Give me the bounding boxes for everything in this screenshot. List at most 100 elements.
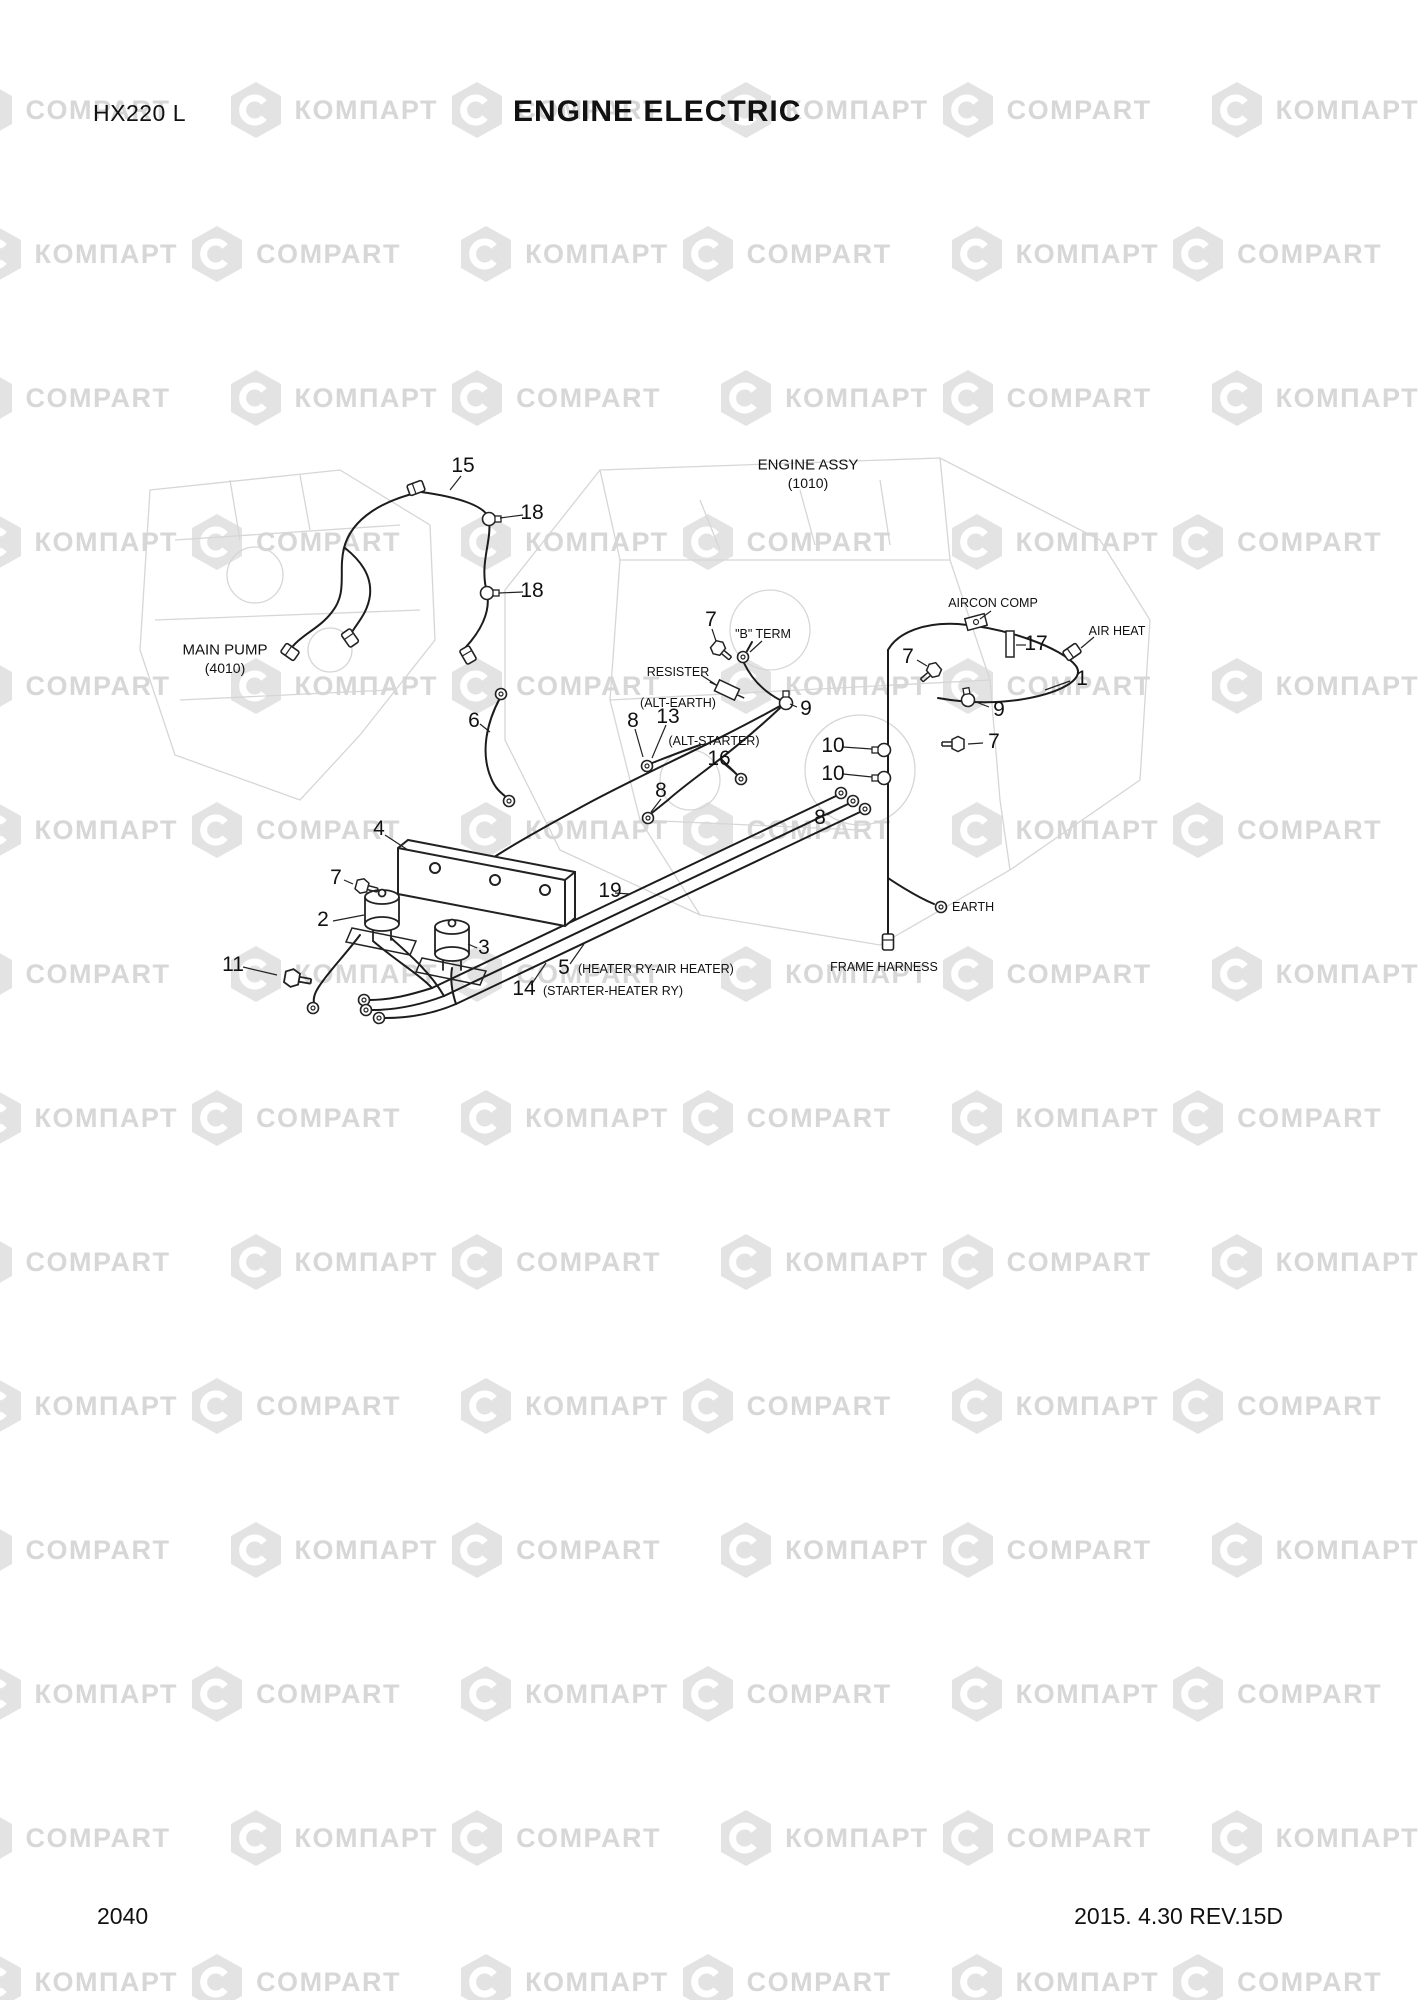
watermark-text-cyrillic: КОМПАРТ	[34, 1678, 179, 1709]
kompart-hex-logo	[0, 804, 21, 856]
watermark-text-cyrillic: КОМПАРТ	[525, 1678, 669, 1709]
kompart-hex-logo	[230, 1234, 281, 1290]
watermark-text-latin: COMPART	[25, 1534, 171, 1565]
faded-engine-sketch	[504, 457, 1151, 946]
kompart-hex-logo	[1173, 226, 1224, 282]
page-title: ENGINE ELECTRIC	[513, 95, 802, 128]
kompart-hex-logo	[682, 226, 733, 282]
kompart-hex-logo	[192, 1090, 243, 1146]
watermark-row: КОМПАРТCOMPARTКОМПАРТCOMPARTКОМПАРТCOMPA…	[0, 658, 1425, 714]
watermark-text-latin: COMPART	[516, 94, 662, 125]
kompart-hex-logo	[942, 946, 993, 1002]
watermark-text-cyrillic: КОМПАРТ	[34, 1390, 179, 1421]
kompart-hex-logo	[1211, 82, 1262, 138]
watermark-text-cyrillic: КОМПАРТ	[34, 814, 179, 845]
watermark-text-cyrillic: КОМПАРТ	[34, 526, 179, 557]
watermark-text-cyrillic: КОМПАРТ	[785, 1246, 929, 1277]
watermark-text-cyrillic: КОМПАРТ	[1275, 670, 1420, 701]
kompart-hex-logo	[192, 1666, 243, 1722]
watermark-text-latin: COMPART	[516, 1534, 662, 1565]
kompart-hex-logo	[230, 946, 281, 1002]
kompart-hex-logo	[1173, 1378, 1224, 1434]
kompart-hex-logo	[951, 514, 1002, 570]
kompart-hex-logo	[1211, 1522, 1262, 1578]
watermark-text-cyrillic: КОМПАРТ	[1275, 1534, 1420, 1565]
watermark-text-latin: COMPART	[25, 1822, 171, 1853]
watermark-text-latin: COMPART	[1006, 1822, 1152, 1853]
kompart-hex-logo	[461, 1378, 512, 1434]
watermark-text-cyrillic: КОМПАРТ	[34, 238, 179, 269]
watermark-unit: КОМПАРТ COMPART	[230, 1522, 662, 1578]
resister-symbol	[709, 678, 745, 702]
watermark-text-latin: COMPART	[1237, 1678, 1383, 1709]
kompart-hex-logo	[1211, 946, 1262, 1002]
kompart-hex-logo	[452, 1234, 503, 1290]
watermark-text-cyrillic: КОМПАРТ	[1015, 238, 1160, 269]
watermark-text-latin: COMPART	[25, 958, 171, 989]
watermark-row: КОМПАРТCOMPARTКОМПАРТCOMPARTКОМПАРТCOMPA…	[0, 1810, 1425, 1866]
kompart-hex-logo	[682, 1378, 733, 1434]
kompart-hex-logo	[452, 658, 503, 714]
kompart-hex-logo	[461, 514, 512, 570]
kompart-hex-logo	[682, 1090, 733, 1146]
watermark-text-latin: COMPART	[746, 814, 892, 845]
kompart-hex-logo	[1173, 1954, 1224, 2000]
relay-base-plates	[344, 927, 488, 986]
kompart-hex-logo	[0, 953, 12, 995]
watermark-unit: КОМПАРТ COMPART	[230, 1810, 662, 1866]
kompart-hex-logo	[452, 82, 503, 138]
watermark-text-cyrillic: КОМПАРТ	[294, 670, 439, 701]
watermark-text-cyrillic: КОМПАРТ	[34, 1966, 179, 1997]
kompart-hex-logo	[0, 1380, 21, 1432]
kompart-hex-logo	[942, 1810, 993, 1866]
watermark-text-cyrillic: КОМПАРТ	[294, 1534, 439, 1565]
kompart-hex-logo	[0, 665, 12, 707]
watermark-row: КОМПАРТCOMPARTКОМПАРТCOMPARTКОМПАРТCOMPA…	[0, 370, 1425, 426]
kompart-hex-logo	[461, 802, 512, 858]
watermark-text-latin: COMPART	[516, 670, 662, 701]
watermark-text-latin: COMPART	[1237, 1390, 1383, 1421]
kompart-hex-logo	[192, 802, 243, 858]
kompart-hex-logo	[1173, 1090, 1224, 1146]
kompart-hex-logo	[192, 226, 243, 282]
watermark-text-latin: COMPART	[256, 1390, 402, 1421]
watermark-text-cyrillic: КОМПАРТ	[294, 1822, 439, 1853]
watermark-text-latin: COMPART	[1237, 814, 1383, 845]
watermark-text-latin: COMPART	[516, 1822, 662, 1853]
watermark-text-latin: COMPART	[516, 382, 662, 413]
part-symbols	[279, 479, 1083, 1025]
kompart-hex-logo	[1211, 1234, 1262, 1290]
kompart-hex-logo	[461, 1954, 512, 2000]
kompart-hex-logo	[192, 1378, 243, 1434]
kompart-hex-logo	[0, 1529, 12, 1571]
kompart-hex-logo	[1173, 514, 1224, 570]
watermark-text-cyrillic: КОМПАРТ	[1015, 1390, 1160, 1421]
kompart-hex-logo	[230, 1810, 281, 1866]
watermark-text-latin: COMPART	[1237, 1102, 1383, 1133]
kompart-hex-logo	[0, 516, 21, 568]
watermark-text-cyrillic: КОМПАРТ	[1015, 1966, 1160, 1997]
kompart-hex-logo	[0, 1817, 12, 1859]
